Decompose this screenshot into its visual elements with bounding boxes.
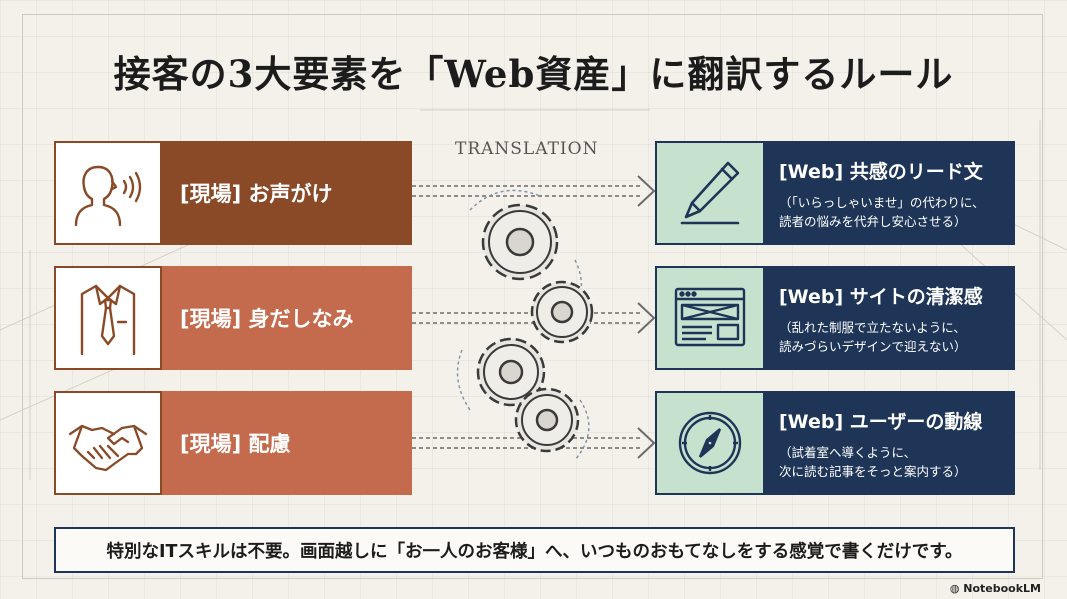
web-desc-line: （乱れた制服で立たないように、	[779, 320, 966, 335]
page-title: 接客の3大要素を「Web資産」に翻訳するルール	[113, 52, 954, 96]
field-label-consideration: [現場] 配慮	[162, 391, 412, 495]
speaking-person-icon	[74, 165, 142, 227]
field-label-appearance: [現場] 身だしなみ	[162, 266, 412, 370]
translation-label: TRANSLATION	[455, 139, 599, 159]
brand-watermark: ◍ NotebookLM	[950, 582, 1041, 595]
web-item-flow: [Web] ユーザーの動線 （試着室へ導くように、 次に読む記事をそっと案内する…	[655, 391, 1015, 495]
web-desc: （乱れた制服で立たないように、 読みづらいデザインで迎えない）	[779, 318, 1015, 356]
handshake-icon	[68, 424, 148, 472]
field-icon-box	[54, 141, 162, 245]
pen-icon	[680, 161, 740, 225]
gear-icon	[481, 203, 559, 281]
field-icon-box	[54, 266, 162, 370]
web-desc-line: 読みづらいデザインで迎えない）	[779, 339, 967, 354]
web-desc-line: 次に読む記事をそっと案内する）	[779, 464, 967, 479]
bottom-note: 特別なITスキルは不要。画面越しに「お一人のお客様」へ、いつものおもてなしをする…	[54, 527, 1015, 573]
arrow-icon	[412, 302, 656, 334]
web-desc-line: （「いらっしゃいませ」の代わりに、	[779, 195, 985, 210]
web-item-lead: [Web] 共感のリード文 （「いらっしゃいませ」の代わりに、 読者の悩みを代弁…	[655, 141, 1015, 245]
field-item-appearance: [現場] 身だしなみ	[54, 266, 412, 370]
web-text-flow: [Web] ユーザーの動線 （試着室へ導くように、 次に読む記事をそっと案内する…	[765, 391, 1015, 495]
web-icon-box	[655, 391, 765, 495]
gear-icon	[476, 337, 546, 407]
web-desc: （「いらっしゃいませ」の代わりに、 読者の悩みを代弁し安心させる）	[779, 193, 1015, 231]
bottom-note-text: 特別なITスキルは不要。画面越しに「お一人のお客様」へ、いつものおもてなしをする…	[106, 541, 963, 562]
field-item-voice: [現場] お声がけ	[54, 141, 412, 245]
brand-logo-icon: ◍	[949, 582, 964, 595]
outer-frame	[22, 14, 1043, 579]
web-title: [Web] サイトの清潔感	[779, 286, 983, 308]
web-text-lead: [Web] 共感のリード文 （「いらっしゃいませ」の代わりに、 読者の悩みを代弁…	[765, 141, 1015, 245]
web-title: [Web] ユーザーの動線	[779, 411, 983, 433]
brand-name: NotebookLM	[963, 582, 1041, 595]
web-title: [Web] 共感のリード文	[779, 161, 983, 183]
web-text-cleanliness: [Web] サイトの清潔感 （乱れた制服で立たないように、 読みづらいデザインで…	[765, 266, 1015, 370]
field-item-consideration: [現場] 配慮	[54, 391, 412, 495]
web-item-cleanliness: [Web] サイトの清潔感 （乱れた制服で立たないように、 読みづらいデザインで…	[655, 266, 1015, 370]
field-icon-box	[54, 391, 162, 495]
gear-icon	[514, 387, 580, 453]
web-desc-line: （試着室へ導くように、	[779, 445, 917, 460]
web-desc-line: 読者の悩みを代弁し安心させる）	[779, 214, 967, 229]
shirt-tie-icon	[80, 284, 136, 356]
field-label-voice: [現場] お声がけ	[162, 141, 412, 245]
compass-icon	[678, 411, 742, 475]
gear-icon	[530, 280, 594, 344]
web-desc: （試着室へ導くように、 次に読む記事をそっと案内する）	[779, 443, 1015, 481]
web-icon-box	[655, 141, 765, 245]
website-layout-icon	[674, 287, 746, 347]
arrow-icon	[412, 175, 656, 207]
web-icon-box	[655, 266, 765, 370]
